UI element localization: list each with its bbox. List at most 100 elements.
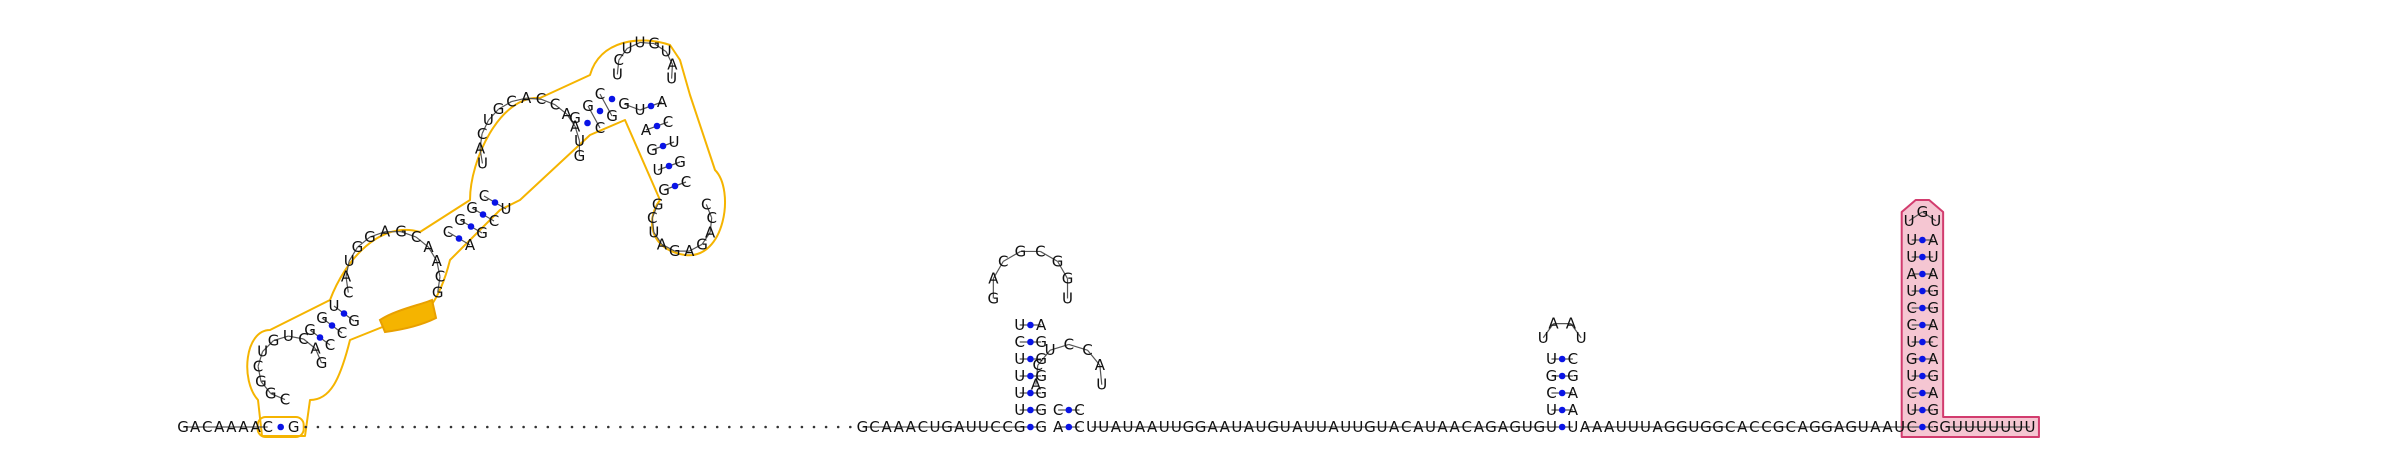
left-domain-nucleotide: G [696,235,708,253]
hairpin-a-stem3: G [1035,384,1047,402]
backbone-segment [1570,323,1582,339]
run-nucleotide: A [1580,418,1591,436]
run-nucleotide: C [918,418,928,436]
backbone-segment [511,97,527,103]
gap-dot [486,425,489,429]
backbone-segment [653,231,663,245]
backbone-segment [262,340,274,352]
run-nucleotide: G [1485,418,1497,436]
stem-nucleotide: G [466,199,478,217]
base-pair-dot [340,310,348,317]
left-domain-nucleotide: U [574,132,585,150]
run-nucleotide: U [1159,418,1170,436]
gap-dot [534,425,537,429]
run-nucleotide: A [1834,418,1845,436]
stem-nucleotide: C [337,324,347,342]
hairpin-a-stem5: U [1014,316,1025,334]
gap-dot [558,425,562,429]
stem-nucleotide: G [316,309,328,327]
hairpin-b-loop: C [1033,356,1043,374]
gap-dot [740,425,743,429]
backbone-segment [481,119,489,135]
backbone-segment [348,246,358,262]
hairpin-b-loop: A [1031,376,1042,394]
left-domain-nucleotide: C [477,125,487,143]
run-nucleotide: U [1122,418,1133,436]
lead-nucleotide: A [190,418,201,436]
gap-dot [316,425,320,429]
left-domain-nucleotide: C [701,195,711,213]
run-nucleotide: A [1244,418,1255,436]
stem-nucleotide: G [476,224,488,242]
hairpin-a-stem3: G [1035,350,1047,368]
base-pair-dot [467,223,475,230]
run-nucleotide: U [1316,418,1327,436]
hairpin-a-stem5: U [1014,350,1025,368]
backbone-segment [626,41,641,50]
backbone-lines [183,41,2030,428]
hairpin-a-stem5: U [1014,367,1025,385]
left-domain-nucleotide: G [648,35,660,53]
stem-nucleotide: G [646,141,658,159]
run-nucleotide: A [1437,418,1448,436]
left-domain-nucleotide: C [536,90,546,108]
base-pair-dot [1027,423,1034,431]
backbone-segment [1922,211,1937,222]
run-nucleotide: U [1377,418,1388,436]
stem-nucleotide: G [618,95,630,113]
run-nucleotide: G [1534,418,1546,436]
left-domain-nucleotide: U [661,43,672,61]
lead-nucleotide: C [262,418,272,436]
stem-nucleotide: C [663,113,673,131]
hairpin-b-stem5: C [1053,401,1063,419]
run-nucleotide: U [1858,418,1869,436]
stem-nucleotide: C [489,212,499,230]
gap-dot [546,425,550,429]
run-nucleotide: U [1640,418,1651,436]
gap-dot [522,425,525,429]
hairpin-d-stem5: U [1906,333,1917,351]
run-nucleotide: U [1256,418,1267,436]
hairpin-d-stem5: G [1906,350,1918,368]
backbone-segment [315,348,323,364]
hairpin-c-loop: U [1538,329,1549,347]
left-domain-nucleotide: C [647,209,657,227]
gap-dot [728,425,731,429]
base-pair-dot [1919,287,1926,295]
run-nucleotide: A [1413,418,1424,436]
gap-dot [352,425,356,429]
run-nucleotide: G [1773,418,1785,436]
backbone-segment [345,260,350,277]
tail-nucleotide: U [2012,418,2023,436]
gap-dot [619,425,622,429]
backbone-segment [618,48,628,61]
base-pair-dot [1919,304,1926,312]
backbone-segment [701,231,711,245]
run-nucleotide: A [1329,418,1340,436]
run-nucleotide: U [978,418,989,436]
backbone-segment [709,217,713,233]
left-domain-nucleotide: C [435,268,445,286]
run-nucleotide: U [1086,418,1097,436]
hairpin-d-stem5: A [1907,265,1918,283]
base-pair-dot [1919,372,1926,380]
stem-nucleotide: C [681,173,691,191]
gap-dot [594,425,598,429]
base-pair-dot [671,182,679,190]
base-pair-dot [647,102,655,110]
backbone-segment [303,338,316,350]
left-domain-nucleotide: G [574,147,586,165]
left-domain-nucleotide: G [352,238,364,256]
base-pair-dot [1027,321,1034,329]
run-nucleotide: U [1522,418,1533,436]
base-pair-dot [1027,372,1034,380]
hairpin-a-loop: G [1052,252,1064,270]
stem-nucleotide: C [443,223,453,241]
backbone-segment [665,51,673,65]
hairpin-d-stem5: U [1906,282,1917,300]
backbone-segment [651,217,655,233]
hairpin-d-stem5: C [1906,316,1916,334]
stem-nucleotide: U [635,101,646,119]
base-pair-dot [1558,389,1566,397]
hairpin-d-stem3: G [1927,418,1939,436]
